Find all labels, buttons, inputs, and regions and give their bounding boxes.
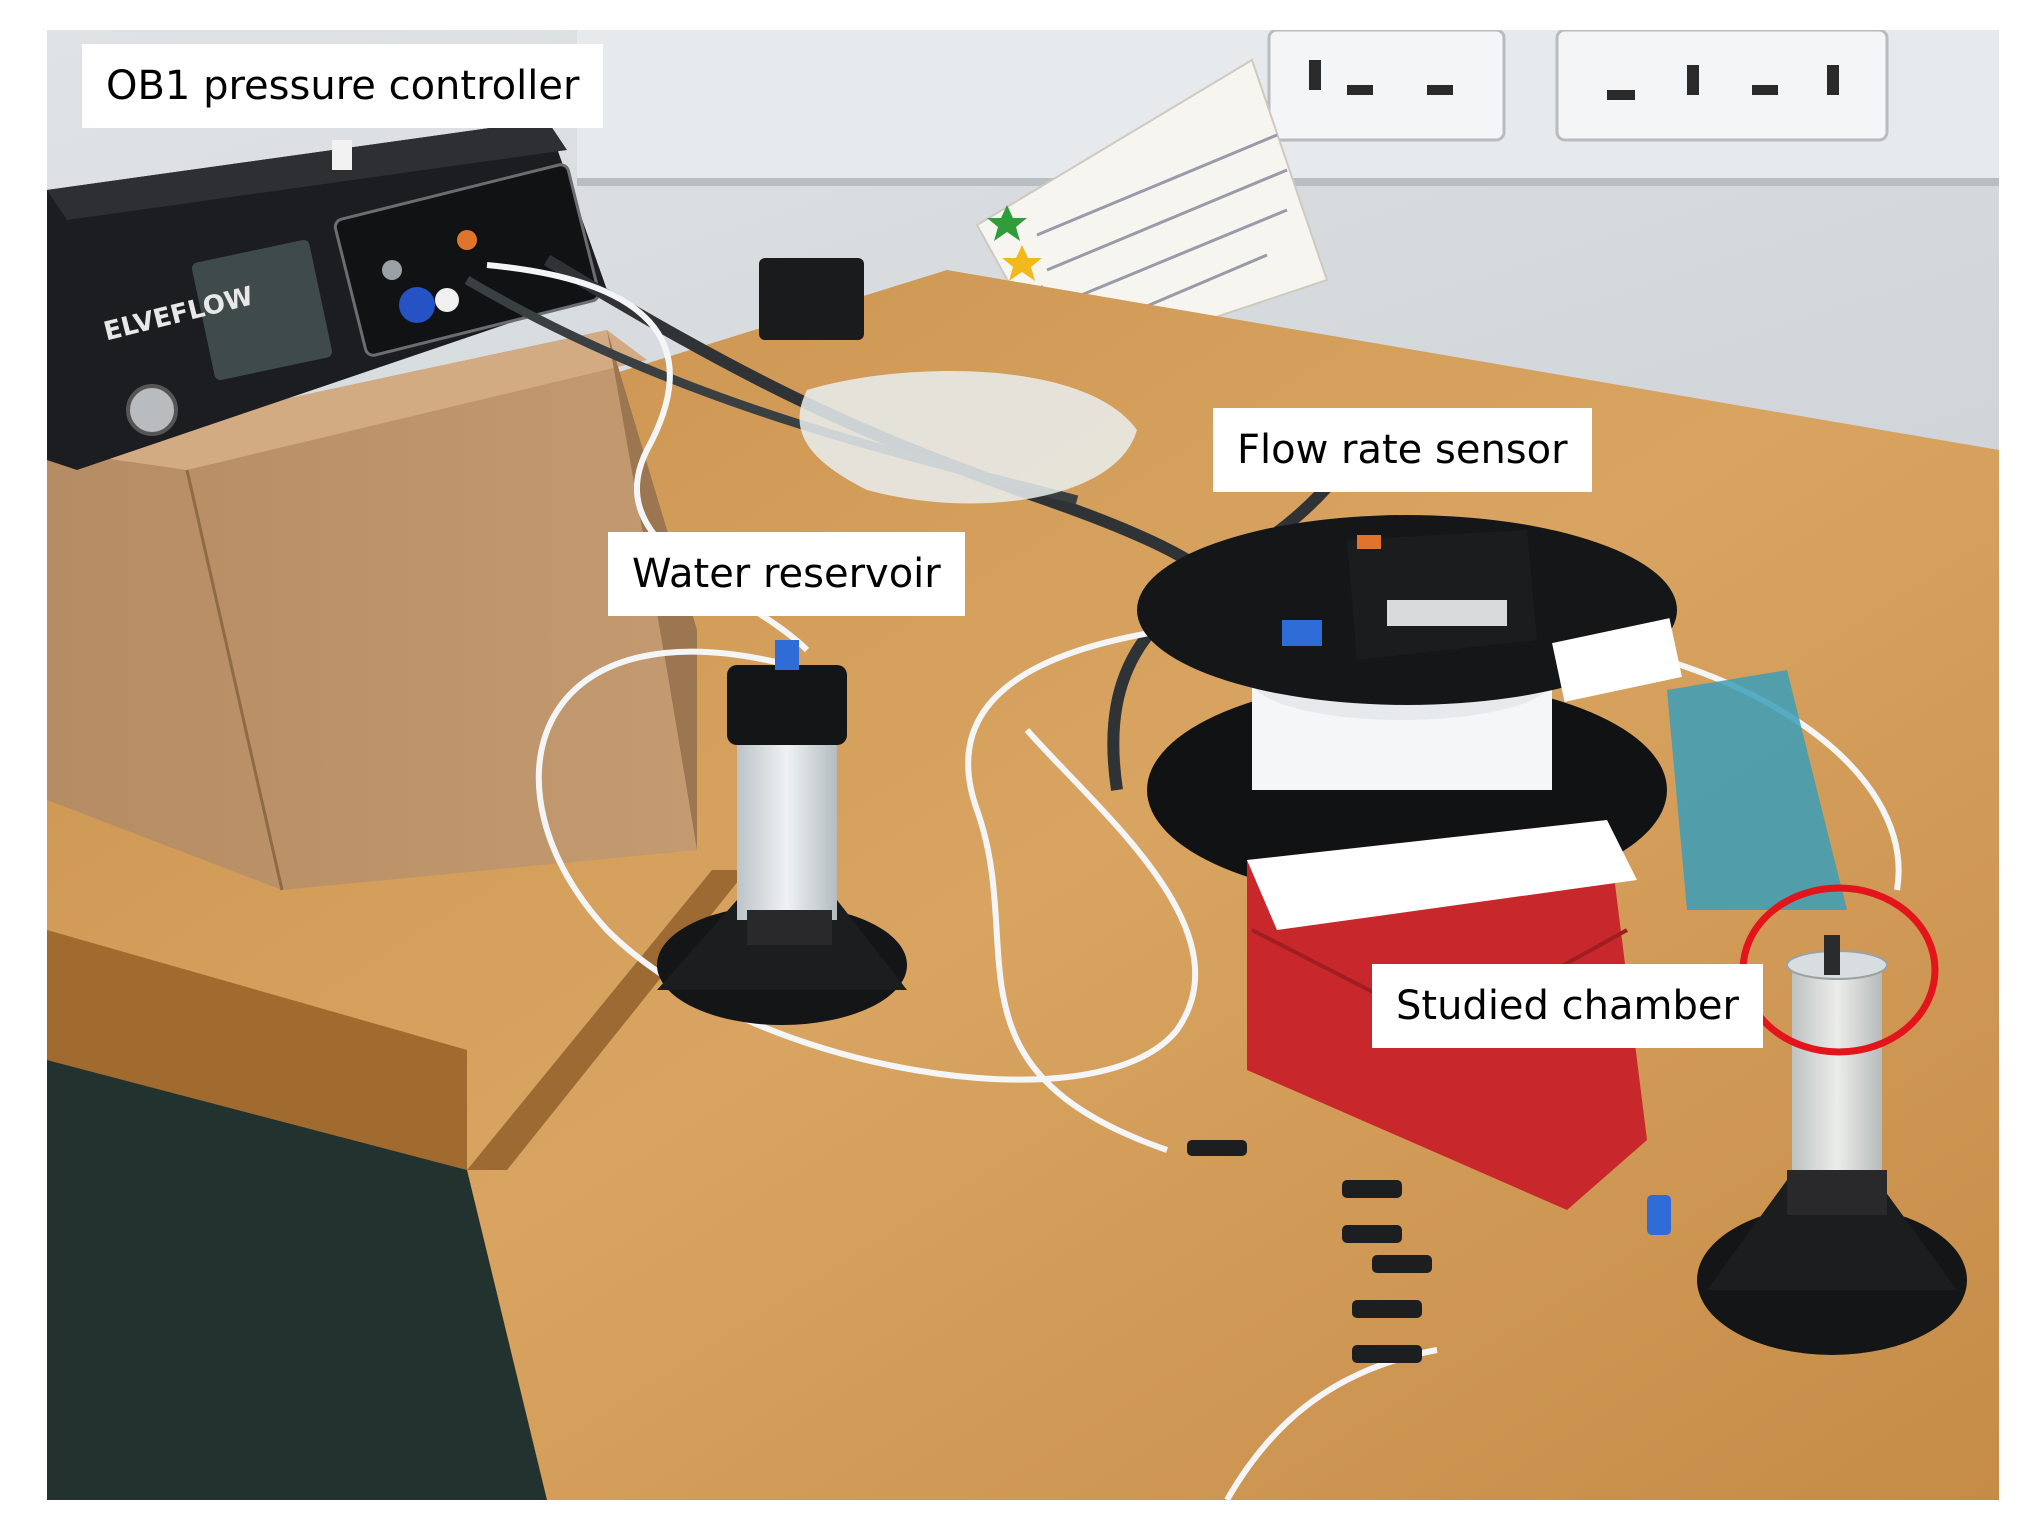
power-socket-left (1267, 30, 1506, 142)
floor-carpet (47, 1060, 547, 1500)
ob1-controller-device: ELVEFLOW (47, 120, 607, 470)
label-controller: OB1 pressure controller (82, 44, 604, 128)
water-reservoir (657, 640, 907, 1025)
studied-chamber (1697, 935, 1967, 1355)
fittings (1187, 1140, 1671, 1363)
label-flow-sensor: Flow rate sensor (1213, 408, 1592, 492)
power-adapter (759, 258, 864, 340)
flow-sensor-spool (1137, 515, 1682, 900)
label-reservoir: Water reservoir (608, 532, 965, 616)
photo-scene: ELVEFLOW (47, 30, 1999, 1500)
plastic-bag (799, 370, 1137, 504)
label-chamber: Studied chamber (1372, 964, 1763, 1048)
power-socket-right (1555, 30, 1889, 142)
photograph-lab-setup: ELVEFLOW (47, 30, 1999, 1500)
table-edge-left (47, 930, 467, 1170)
blue-bag (1667, 670, 1847, 910)
